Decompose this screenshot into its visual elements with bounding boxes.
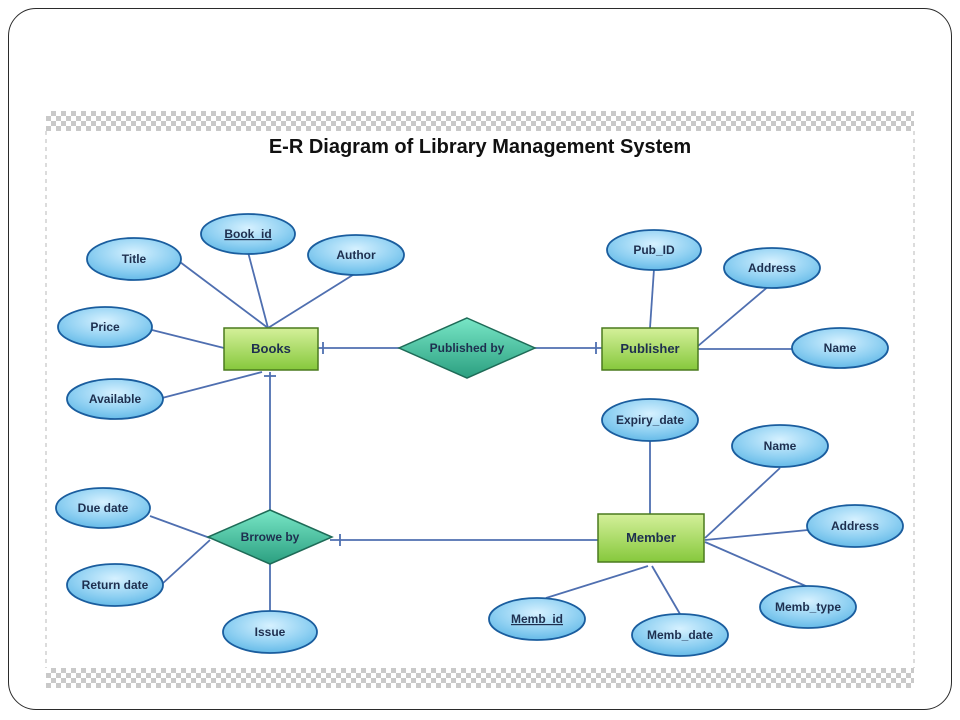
connectors — [149, 251, 809, 615]
entity-books: Books — [223, 327, 319, 371]
link-author-books — [267, 272, 357, 329]
attr-available-label: Available — [89, 392, 142, 406]
link-duedate-borrowby — [149, 515, 211, 539]
link-name-member — [704, 467, 781, 539]
attr-due-date-label: Due date — [78, 501, 129, 515]
attr-issue — [222, 610, 318, 654]
attr-member-name-label: Name — [764, 439, 797, 453]
attr-memb-id — [488, 597, 586, 641]
link-membdate-member — [651, 565, 681, 615]
attr-pub-id — [606, 229, 702, 271]
link-title-books — [179, 261, 269, 329]
attr-memb-date — [631, 613, 729, 657]
attr-member-address-label: Address — [831, 519, 879, 533]
attr-member-address — [806, 504, 904, 548]
attr-memb-date-label: Memb_date — [647, 628, 713, 642]
entity-member: Member — [597, 513, 705, 563]
diagram-title: E-R Diagram of Library Management System — [268, 136, 692, 158]
attr-memb-type — [759, 585, 857, 629]
link-membtype-member — [704, 541, 809, 588]
link-returndate-borrowby — [161, 539, 211, 585]
link-available-books — [161, 371, 263, 399]
relationship-borrow-by: Brrowe by — [206, 509, 334, 565]
attr-return-date — [66, 563, 164, 607]
link-pubid-publisher — [649, 268, 655, 329]
attr-publisher-address-label: Address — [748, 261, 796, 275]
attr-due-date — [55, 487, 151, 529]
attr-book-id-label: Book_id — [224, 227, 271, 241]
attr-expiry-date-label: Expiry_date — [616, 413, 684, 427]
attr-return-date-label: Return date — [82, 578, 149, 592]
link-membid-member — [545, 565, 649, 599]
borrow-by-label: Brrowe by — [241, 530, 300, 544]
top-border-strip — [46, 111, 914, 131]
attr-member-name — [731, 424, 829, 468]
attr-pub-id-label: Pub_ID — [633, 243, 675, 257]
attr-publisher-address — [723, 247, 821, 289]
attr-available — [66, 378, 164, 420]
attr-publisher-name — [791, 327, 889, 369]
attr-price-label: Price — [90, 320, 120, 334]
attr-author-label: Author — [336, 248, 376, 262]
published-by-label: Published by — [430, 341, 505, 355]
attributes — [55, 213, 904, 657]
bottom-border-strip — [46, 668, 914, 688]
link-address-publisher — [697, 284, 771, 347]
attr-memb-id-label: Memb_id — [511, 612, 563, 626]
link-price-books — [151, 329, 225, 349]
attr-price — [57, 306, 153, 348]
relationship-published-by: Published by — [397, 317, 537, 379]
attr-title-label: Title — [122, 252, 147, 266]
books-label: Books — [251, 341, 291, 356]
attr-title — [86, 237, 182, 281]
attr-publisher-name-label: Name — [824, 341, 857, 355]
member-label: Member — [626, 530, 676, 545]
attr-memb-type-label: Memb_type — [775, 600, 841, 614]
link-bookid-books — [247, 251, 269, 329]
attribute-labels: Title Book_id Author Price Available Pub… — [78, 227, 880, 642]
entity-publisher: Publisher — [601, 327, 699, 371]
attr-book-id — [200, 213, 296, 255]
attr-author — [307, 234, 405, 276]
publisher-label: Publisher — [620, 341, 679, 356]
attr-expiry-date — [601, 398, 699, 442]
link-address-member — [704, 529, 809, 541]
attr-issue-label: Issue — [255, 625, 286, 639]
